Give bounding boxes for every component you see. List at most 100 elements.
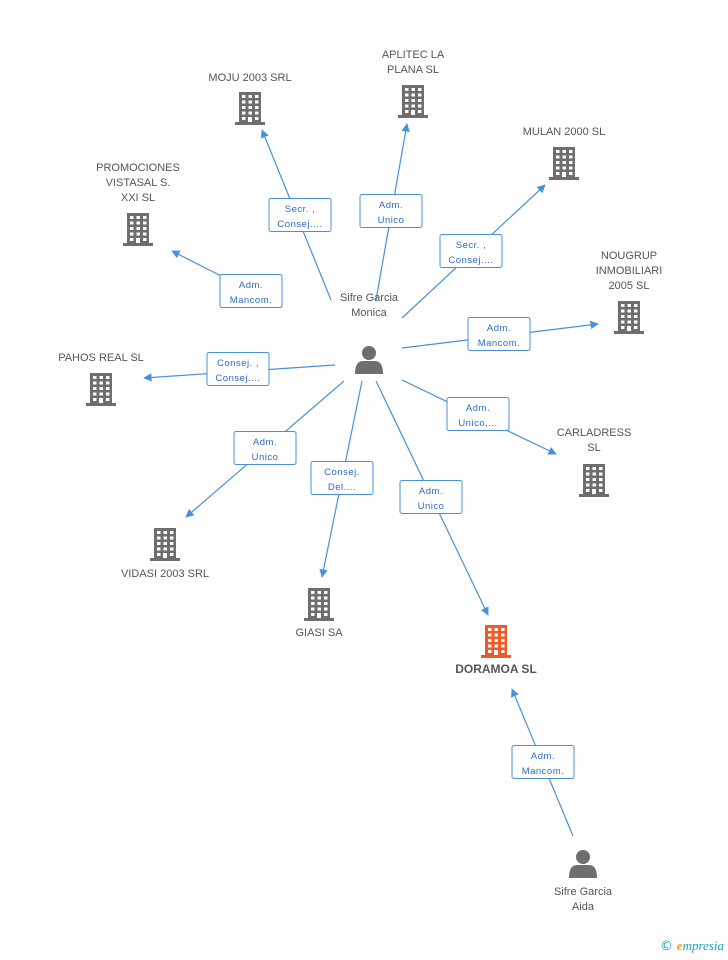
role-label-line: Consej. xyxy=(324,467,360,478)
edge-sifre_monica-to-nougrup: Adm. Mancom. xyxy=(401,317,599,351)
role-label[interactable]: Adm. Unico xyxy=(233,431,297,465)
node-label-line: 2005 SL xyxy=(609,280,650,292)
person-icon xyxy=(569,850,597,878)
role-label[interactable]: Adm. Mancom. xyxy=(511,745,575,779)
role-label-line: Adm. xyxy=(379,200,403,211)
role-label-line: Consej.... xyxy=(215,373,260,384)
role-label-box xyxy=(268,198,332,232)
company-node-giasi[interactable]: GIASI SA xyxy=(295,588,343,639)
company-node-doramoa[interactable]: DORAMOA SL xyxy=(455,625,537,676)
role-label-line: Consej.... xyxy=(448,255,493,266)
role-label-box xyxy=(359,194,423,228)
role-label-line: Adm. xyxy=(419,486,443,497)
role-label-line: Adm. xyxy=(253,437,277,448)
edge-sifre_monica-to-doramoa: Adm.Unico xyxy=(375,380,489,616)
node-label-line: NOUGRUP xyxy=(601,250,657,262)
empresia-logo[interactable]: ©empresia xyxy=(660,938,724,954)
role-label-line: Del.... xyxy=(328,482,356,493)
brand-initial: e xyxy=(676,938,683,953)
role-label-box xyxy=(206,352,270,386)
edge-sifre_monica-to-giasi: Consej. Del.... xyxy=(310,380,374,578)
edge-sifre_monica-to-vidasi: Adm. Unico xyxy=(185,380,345,518)
node-label-line: VISTASAL S. xyxy=(106,177,171,189)
building-icon xyxy=(398,85,428,118)
company-node-promociones[interactable]: PROMOCIONES VISTASAL S. XXI SL xyxy=(96,162,180,246)
role-label-box xyxy=(439,234,503,268)
building-icon xyxy=(150,528,180,561)
company-node-pahos[interactable]: PAHOS REAL SL xyxy=(58,352,144,406)
building-icon xyxy=(579,464,609,497)
node-label-line: Sifre Garcia xyxy=(340,292,399,304)
role-label-line: Mancom. xyxy=(522,766,565,777)
node-label-line: APLITEC LA xyxy=(382,49,445,61)
building-icon xyxy=(235,92,265,125)
role-label[interactable]: Adm. Unico xyxy=(359,194,423,228)
role-label-line: Adm. xyxy=(531,751,555,762)
role-label-line: Mancom. xyxy=(230,295,273,306)
building-icon xyxy=(304,588,334,621)
node-label-line: DORAMOA SL xyxy=(455,662,537,676)
node-label-line: PROMOCIONES xyxy=(96,162,180,174)
role-label-line: Secr. , xyxy=(285,204,315,215)
role-label-box xyxy=(446,397,510,431)
role-label-box xyxy=(219,274,283,308)
brand-name: mpresia xyxy=(682,938,724,953)
edge-sifre_monica-to-moju: Secr. , Consej.... xyxy=(260,129,332,301)
node-label-line: INMOBILIARI xyxy=(596,265,663,277)
node-label-line: XXI SL xyxy=(121,192,155,204)
role-label[interactable]: Adm.Mancom. xyxy=(219,274,283,308)
role-label[interactable]: Adm.Unico xyxy=(399,480,463,514)
node-label-line: SL xyxy=(587,442,600,454)
company-node-nougrup[interactable]: NOUGRUP INMOBILIARI 2005 SL xyxy=(596,250,663,334)
role-label-box xyxy=(511,745,575,779)
role-label-line: Adm. xyxy=(466,403,490,414)
building-icon xyxy=(123,213,153,246)
role-label-line: Unico,... xyxy=(458,418,497,429)
edge-sifre_monica-to-promociones: Adm.Mancom. xyxy=(171,250,283,308)
role-label[interactable]: Adm. Mancom. xyxy=(467,317,531,351)
company-node-moju[interactable]: MOJU 2003 SRL xyxy=(208,72,292,125)
node-label-line: MULAN 2000 SL xyxy=(523,126,606,138)
node-label-line: MOJU 2003 SRL xyxy=(208,72,291,84)
role-label-line: Consej. , xyxy=(217,358,259,369)
role-label[interactable]: Secr. , Consej.... xyxy=(268,198,332,232)
role-label-box xyxy=(233,431,297,465)
role-label-line: Unico xyxy=(378,215,405,226)
building-icon xyxy=(86,373,116,406)
role-label[interactable]: Adm. Unico,... xyxy=(446,397,510,431)
role-label-box xyxy=(310,461,374,495)
node-label-line: PAHOS REAL SL xyxy=(58,352,144,364)
company-node-carladress[interactable]: CARLADRESS SL xyxy=(557,427,632,497)
role-label[interactable]: Consej. , Consej.... xyxy=(206,352,270,386)
role-label-line: Consej.... xyxy=(277,219,322,230)
node-label-line: Sifre Garcia xyxy=(554,886,613,898)
role-label-box xyxy=(467,317,531,351)
building-icon xyxy=(614,301,644,334)
node-label-line: VIDASI 2003 SRL xyxy=(121,568,209,580)
role-label-line: Mancom. xyxy=(478,338,521,349)
role-label[interactable]: Consej. Del.... xyxy=(310,461,374,495)
role-label-line: Secr. , xyxy=(456,240,486,251)
company-node-aplitec[interactable]: APLITEC LA PLANA SL xyxy=(382,49,445,118)
node-label-line: GIASI SA xyxy=(295,627,343,639)
copyright-icon: © xyxy=(659,939,673,954)
node-label-line: PLANA SL xyxy=(387,64,439,76)
node-label-line: CARLADRESS xyxy=(557,427,632,439)
edge-sifre_monica-to-aplitec: Adm. Unico xyxy=(359,123,423,301)
building-icon xyxy=(549,147,579,180)
company-node-mulan[interactable]: MULAN 2000 SL xyxy=(523,126,606,180)
role-label-line: Adm. xyxy=(487,323,511,334)
person-icon xyxy=(355,346,383,374)
node-label-line: Monica xyxy=(351,307,387,319)
edge-sifre_monica-to-pahos: Consej. , Consej.... xyxy=(143,352,336,386)
edge-sifre_monica-to-mulan: Secr. , Consej.... xyxy=(401,184,546,319)
node-label-line: Aida xyxy=(572,901,595,913)
company-node-vidasi[interactable]: VIDASI 2003 SRL xyxy=(121,528,209,580)
role-label-line: Unico xyxy=(252,452,279,463)
role-label[interactable]: Secr. , Consej.... xyxy=(439,234,503,268)
